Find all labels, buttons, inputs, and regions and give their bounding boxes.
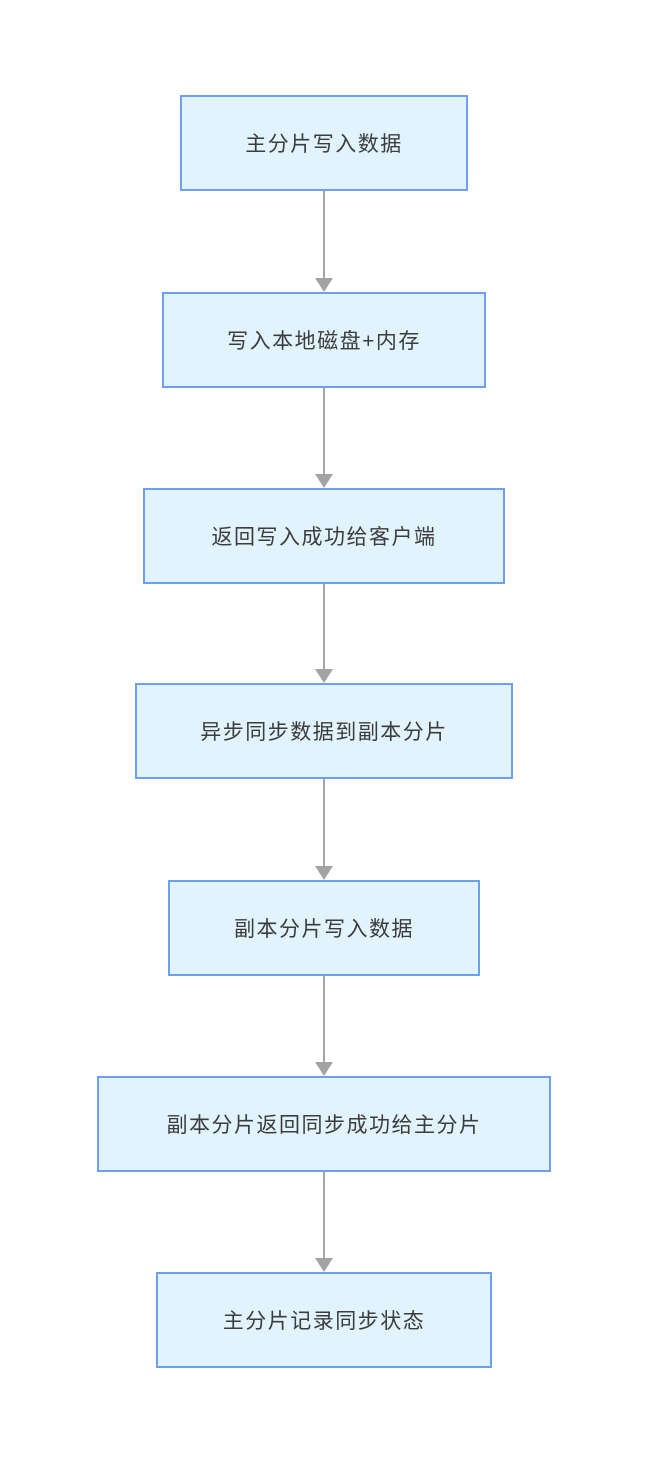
node-label: 副本分片写入数据: [234, 918, 414, 941]
arrow-head-icon: [315, 1258, 333, 1272]
arrow-line: [323, 976, 325, 1072]
flow-arrow-5: [314, 976, 334, 1076]
arrow-head-icon: [315, 474, 333, 488]
node-label: 副本分片返回同步成功给主分片: [166, 1114, 482, 1137]
arrow-head-icon: [315, 866, 333, 880]
flow-arrow-3: [314, 584, 334, 683]
flow-node-replica-return-success: 副本分片返回同步成功给主分片: [97, 1076, 551, 1172]
node-label: 写入本地磁盘+内存: [227, 330, 421, 353]
arrow-head-icon: [315, 278, 333, 292]
flow-node-replica-shard-write: 副本分片写入数据: [168, 880, 480, 976]
flow-arrow-1: [314, 191, 334, 292]
arrow-line: [323, 191, 325, 288]
node-label: 主分片写入数据: [245, 133, 403, 156]
flow-arrow-2: [314, 388, 334, 488]
flow-arrow-4: [314, 779, 334, 880]
arrow-line: [323, 779, 325, 876]
flow-node-primary-shard-write: 主分片写入数据: [180, 95, 468, 191]
node-label: 返回写入成功给客户端: [211, 526, 437, 549]
arrow-line: [323, 388, 325, 484]
flow-node-async-sync-to-replica: 异步同步数据到副本分片: [135, 683, 513, 779]
flow-arrow-6: [314, 1172, 334, 1272]
flow-node-return-success-to-client: 返回写入成功给客户端: [143, 488, 505, 584]
arrow-line: [323, 584, 325, 679]
arrow-head-icon: [315, 1062, 333, 1076]
arrow-head-icon: [315, 669, 333, 683]
flow-node-primary-record-sync-status: 主分片记录同步状态: [156, 1272, 492, 1368]
arrow-line: [323, 1172, 325, 1268]
flow-node-write-local-disk-memory: 写入本地磁盘+内存: [162, 292, 486, 388]
node-label: 主分片记录同步状态: [222, 1310, 426, 1333]
node-label: 异步同步数据到副本分片: [200, 721, 448, 744]
